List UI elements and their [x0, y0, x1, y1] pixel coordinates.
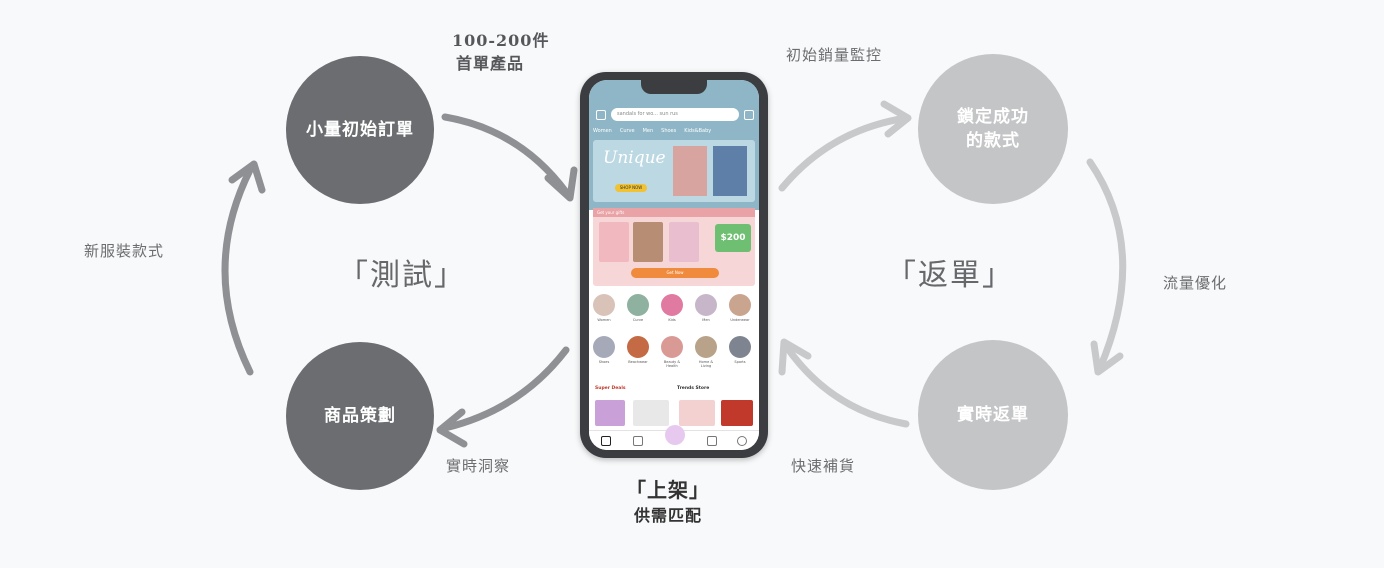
node-realtime-reorder-label: 實時返單 [957, 405, 1029, 425]
promo-section: Get your gifts $200 Get Now [593, 208, 755, 286]
label-qty-line2: 首單產品 [456, 54, 525, 73]
arrowhead-locked-to-reorder [1090, 340, 1124, 376]
node-initial-order-label: 小量初始訂單 [306, 120, 414, 140]
category-item[interactable]: Women [593, 294, 615, 322]
tab-shoes[interactable]: Shoes [661, 128, 677, 134]
banner-title: Unique [603, 148, 666, 168]
node-locked-styles-line1: 鎖定成功 [957, 107, 1029, 127]
label-initial-sales-monitor: 初始銷量監控 [786, 46, 883, 64]
category-item[interactable]: Beachwear [627, 336, 649, 364]
promo-get-button[interactable]: Get Now [631, 268, 719, 278]
category-item[interactable]: Home & Living [695, 336, 717, 368]
category-tabs: Women Curve Men Shoes Kids&Baby [593, 128, 757, 138]
deals-section: Super Deals Trends Store [593, 384, 755, 430]
node-initial-order: 小量初始訂單 [286, 56, 434, 204]
arrow-reorder-to-listing [782, 342, 910, 428]
label-fast-restock: 快速補貨 [791, 457, 856, 475]
category-icon[interactable] [633, 436, 643, 446]
node-product-planning-label: 商品策劃 [324, 406, 396, 426]
cart-icon[interactable] [707, 436, 717, 446]
arrowhead-reorder-to-listing [778, 338, 812, 376]
deal-title: Super Deals [595, 386, 626, 391]
tab-women[interactable]: Women [593, 128, 612, 134]
heart-icon [744, 110, 754, 120]
phase-test: 「測試」 [338, 258, 466, 293]
arrow-listing-to-locked [778, 114, 910, 192]
arrowhead-planning-to-order [228, 160, 266, 194]
banner-model-image [713, 146, 747, 196]
phase-listing: 「上架」 [626, 478, 710, 502]
promo-item[interactable] [669, 222, 699, 262]
deal-item[interactable] [679, 400, 715, 426]
banner-shop-button[interactable]: SHOP NOW [615, 184, 647, 192]
search-input[interactable]: sandals for wo... sun rus [611, 108, 739, 121]
category-item[interactable]: Underwear [729, 294, 751, 322]
phone-mockup: sandals for wo... sun rus Women Curve Me… [580, 72, 768, 458]
category-item[interactable]: Men [695, 294, 717, 322]
promo-item[interactable] [633, 222, 663, 262]
trends-icon[interactable] [665, 425, 685, 445]
label-qty-line1: 100-200件 [452, 31, 550, 50]
phone-screen: sandals for wo... sun rus Women Curve Me… [589, 80, 759, 450]
label-new-styles: 新服裝款式 [84, 242, 165, 260]
label-realtime-insight: 實時洞察 [446, 457, 511, 475]
arrow-listing-to-planning [441, 346, 570, 432]
arrowhead-listing-to-planning [436, 408, 468, 448]
arrowhead-order-to-listing [544, 166, 578, 202]
promo-item[interactable] [599, 222, 629, 262]
arrow-planning-to-order [221, 166, 254, 376]
coupon-badge[interactable]: $200 [715, 224, 751, 252]
deal-item[interactable] [595, 400, 625, 426]
arrowhead-listing-to-locked [880, 100, 912, 138]
arrow-locked-to-reorder [1086, 158, 1127, 372]
category-item[interactable]: Shoes [593, 336, 615, 364]
banner-model-image [673, 146, 707, 196]
category-item[interactable]: Kids [661, 294, 683, 322]
deal-item[interactable] [633, 400, 669, 426]
tab-kids[interactable]: Kids&Baby [684, 128, 712, 134]
arrow-order-to-listing [441, 113, 570, 196]
deal-title: Trends Store [677, 386, 710, 391]
category-item[interactable]: Curve [627, 294, 649, 322]
label-traffic-optimize: 流量優化 [1163, 274, 1228, 292]
phone-notch [641, 80, 707, 94]
category-item[interactable]: Beauty & Health [661, 336, 683, 368]
category-item[interactable]: Sports [729, 336, 751, 364]
hero-banner[interactable]: Unique SHOP NOW [593, 140, 755, 202]
user-icon[interactable] [737, 436, 747, 446]
node-locked-styles-line2: 的款式 [966, 131, 1020, 151]
node-locked-styles: 鎖定成功 的款式 [918, 54, 1068, 204]
home-icon[interactable] [601, 436, 611, 446]
deal-item[interactable] [721, 400, 753, 426]
node-product-planning: 商品策劃 [286, 342, 434, 490]
bottom-tabbar [589, 425, 759, 450]
phase-listing-sub: 供需匹配 [634, 506, 703, 525]
phase-reorder: 「返單」 [886, 258, 1014, 293]
mail-icon [596, 110, 606, 120]
tab-men[interactable]: Men [642, 128, 654, 134]
promo-header: Get your gifts [593, 208, 755, 217]
tab-curve[interactable]: Curve [619, 128, 635, 134]
node-realtime-reorder: 實時返單 [918, 340, 1068, 490]
